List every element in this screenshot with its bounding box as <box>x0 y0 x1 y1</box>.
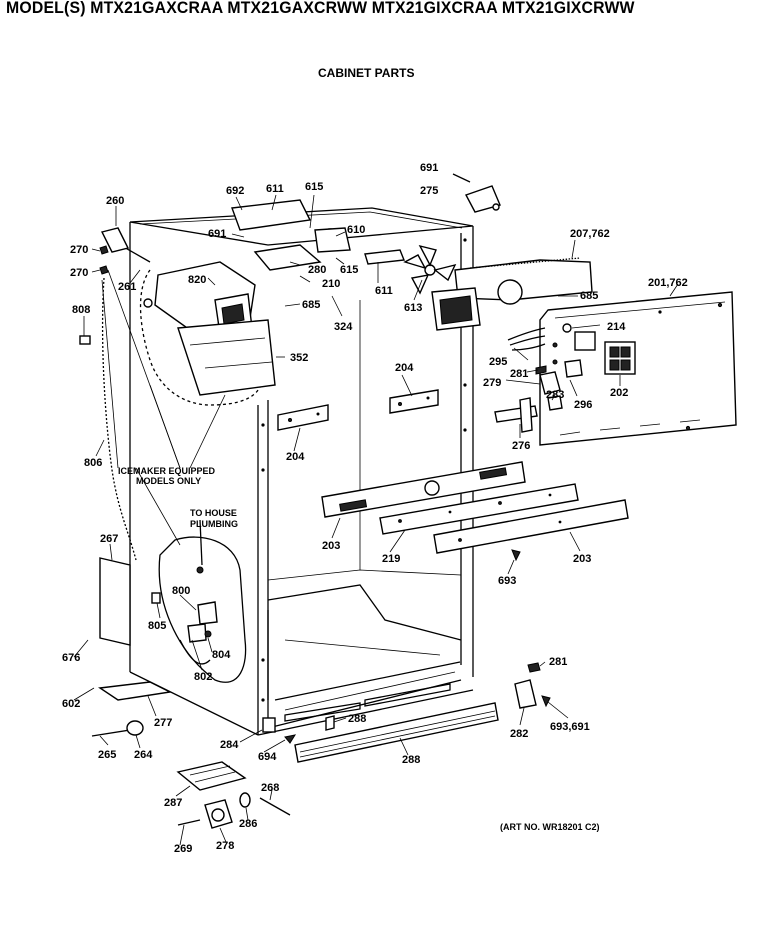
callout-203: 203 <box>573 553 591 565</box>
callout-615: 615 <box>340 264 358 276</box>
callout-685: 685 <box>580 290 598 302</box>
callout-283: 283 <box>546 389 564 401</box>
plumbing-cutaway <box>158 536 247 683</box>
callout-808: 808 <box>72 304 90 316</box>
callout-610: 610 <box>347 224 365 236</box>
shelf-bracket-left <box>277 404 329 431</box>
control-panel <box>539 291 737 446</box>
fill-tube-fitting <box>100 227 130 253</box>
callout-676: 676 <box>62 652 80 664</box>
callout-806: 806 <box>84 457 102 469</box>
fan-motor-assembly <box>231 199 457 295</box>
callout-804: 804 <box>212 649 231 661</box>
callout-202: 202 <box>610 387 628 399</box>
callout-324: 324 <box>334 321 353 333</box>
callout-204: 204 <box>286 451 305 463</box>
callout-280: 280 <box>308 264 326 276</box>
callout-260: 260 <box>106 195 124 207</box>
callout-288: 288 <box>348 713 366 725</box>
callout-270: 270 <box>70 267 88 279</box>
top-hinge <box>464 185 501 213</box>
callout-270: 270 <box>70 244 88 256</box>
icemaker-note-line1: ICEMAKER EQUIPPED <box>118 466 216 476</box>
callout-352: 352 <box>290 352 308 364</box>
callout-264: 264 <box>134 749 153 761</box>
art-number: (ART NO. WR18201 C2) <box>500 822 600 832</box>
shelf-bracket-right <box>389 389 439 414</box>
callout-268: 268 <box>261 782 279 794</box>
callout-691: 691 <box>208 228 226 240</box>
callout-692: 692 <box>226 185 244 197</box>
callout-207-762: 207,762 <box>570 228 610 240</box>
callout-685: 685 <box>302 299 320 311</box>
callout-805: 805 <box>148 620 166 632</box>
callout-276: 276 <box>512 440 530 452</box>
callout-210: 210 <box>322 278 340 290</box>
callout-802: 802 <box>194 671 212 683</box>
base-grille <box>294 702 499 763</box>
callout-labels: 260 270 270 261 808 806 692 611 615 691 … <box>62 162 688 855</box>
leader-lines <box>73 194 679 846</box>
callout-691: 691 <box>420 162 438 174</box>
callout-282: 282 <box>510 728 528 740</box>
bottom-hinge <box>514 679 537 709</box>
callout-284: 284 <box>220 739 239 751</box>
callout-265: 265 <box>98 749 116 761</box>
callout-219: 219 <box>382 553 400 565</box>
callout-277: 277 <box>154 717 172 729</box>
callout-279: 279 <box>483 377 501 389</box>
plumbing-note-line2: PLUMBING <box>190 519 238 529</box>
evaporator-heater <box>431 257 593 331</box>
callout-613: 613 <box>404 302 422 314</box>
bracket-284 <box>262 717 276 733</box>
callout-694: 694 <box>258 751 277 763</box>
callout-286: 286 <box>239 818 257 830</box>
callout-602: 602 <box>62 698 80 710</box>
callout-281: 281 <box>549 656 567 668</box>
callout-267: 267 <box>100 533 118 545</box>
callout-275: 275 <box>420 185 438 197</box>
icemaker-assembly <box>143 261 276 396</box>
annotations: ICEMAKER EQUIPPED MODELS ONLY TO HOUSE P… <box>118 466 600 832</box>
callout-269: 269 <box>174 843 192 855</box>
plumbing-note-line1: TO HOUSE <box>190 508 237 518</box>
callout-261: 261 <box>118 281 136 293</box>
leveling-leg <box>126 720 144 736</box>
callout-214: 214 <box>607 321 626 333</box>
section-title: CABINET PARTS <box>318 66 415 80</box>
callout-278: 278 <box>216 840 234 852</box>
callout-295: 295 <box>489 356 507 368</box>
callout-800: 800 <box>172 585 190 597</box>
side-panel-267 <box>99 557 131 646</box>
callout-693-691: 693,691 <box>550 721 590 733</box>
callout-611: 611 <box>266 183 284 195</box>
callout-203: 203 <box>322 540 340 552</box>
callout-281: 281 <box>510 368 528 380</box>
callout-201-762: 201,762 <box>648 277 688 289</box>
connector-808 <box>79 335 91 345</box>
callout-820: 820 <box>188 274 206 286</box>
mullion-assembly <box>321 461 629 554</box>
callout-615: 615 <box>305 181 323 193</box>
base-rail <box>98 681 173 701</box>
callout-296: 296 <box>574 399 592 411</box>
callout-204: 204 <box>395 362 414 374</box>
icemaker-note-line2: MODELS ONLY <box>136 476 201 486</box>
model-list: MODEL(S) MTX21GAXCRAA MTX21GAXCRWW MTX21… <box>6 0 635 17</box>
callout-611: 611 <box>375 285 393 297</box>
callout-693: 693 <box>498 575 516 587</box>
roller-bracket <box>176 761 247 791</box>
callout-287: 287 <box>164 797 182 809</box>
callout-288: 288 <box>402 754 420 766</box>
